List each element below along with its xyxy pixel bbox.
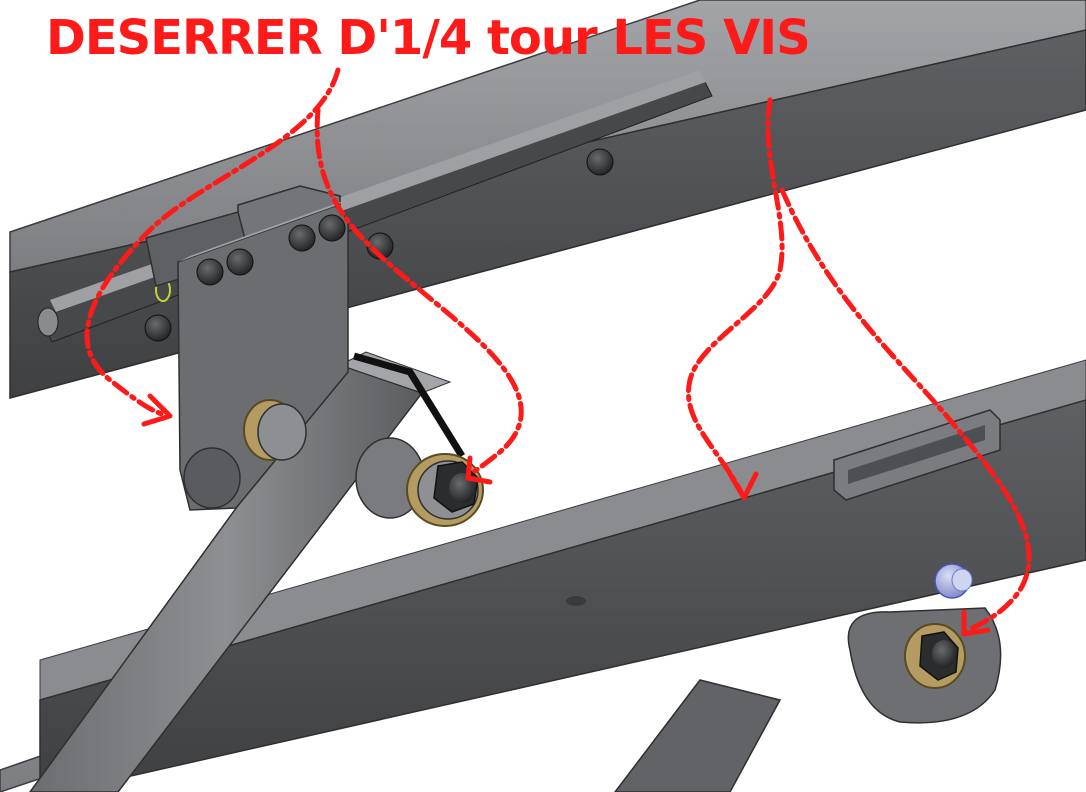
guard-edge [353,352,465,458]
arrow-head-icon [727,471,759,501]
diagonal-strut [29,351,465,792]
bolt-head-icon [586,148,614,176]
bolt-head-icon [144,314,172,342]
center-pivot [355,437,484,527]
leader-arrowheads [141,393,991,637]
lower-rail [0,359,1086,792]
arrow-head-icon [141,393,173,427]
leader-lines [84,67,1032,633]
bolt-head-icon [288,224,316,252]
bolt-head-icon [318,214,346,242]
arrow-head-icon [465,455,493,485]
lower-strut [614,679,782,792]
leader-line-left-pivot [84,67,341,417]
leader-line-right-bolt [779,187,1032,633]
bolt-head-icon [196,258,224,286]
annotation-title: DESERRER D'1/4 tour LES VIS [46,10,811,66]
left-bracket-plate [177,200,349,511]
lower-rail-front-face [39,359,1086,701]
bolt-head-icon [226,248,254,276]
right-pivot [847,563,1002,724]
leader-line-center-bolt [314,107,524,477]
bolt-group [144,148,614,342]
left-pivot [243,399,307,461]
leader-line-rail-center [686,97,785,497]
arrow-head-icon [961,609,991,637]
rail-hole [566,596,586,606]
